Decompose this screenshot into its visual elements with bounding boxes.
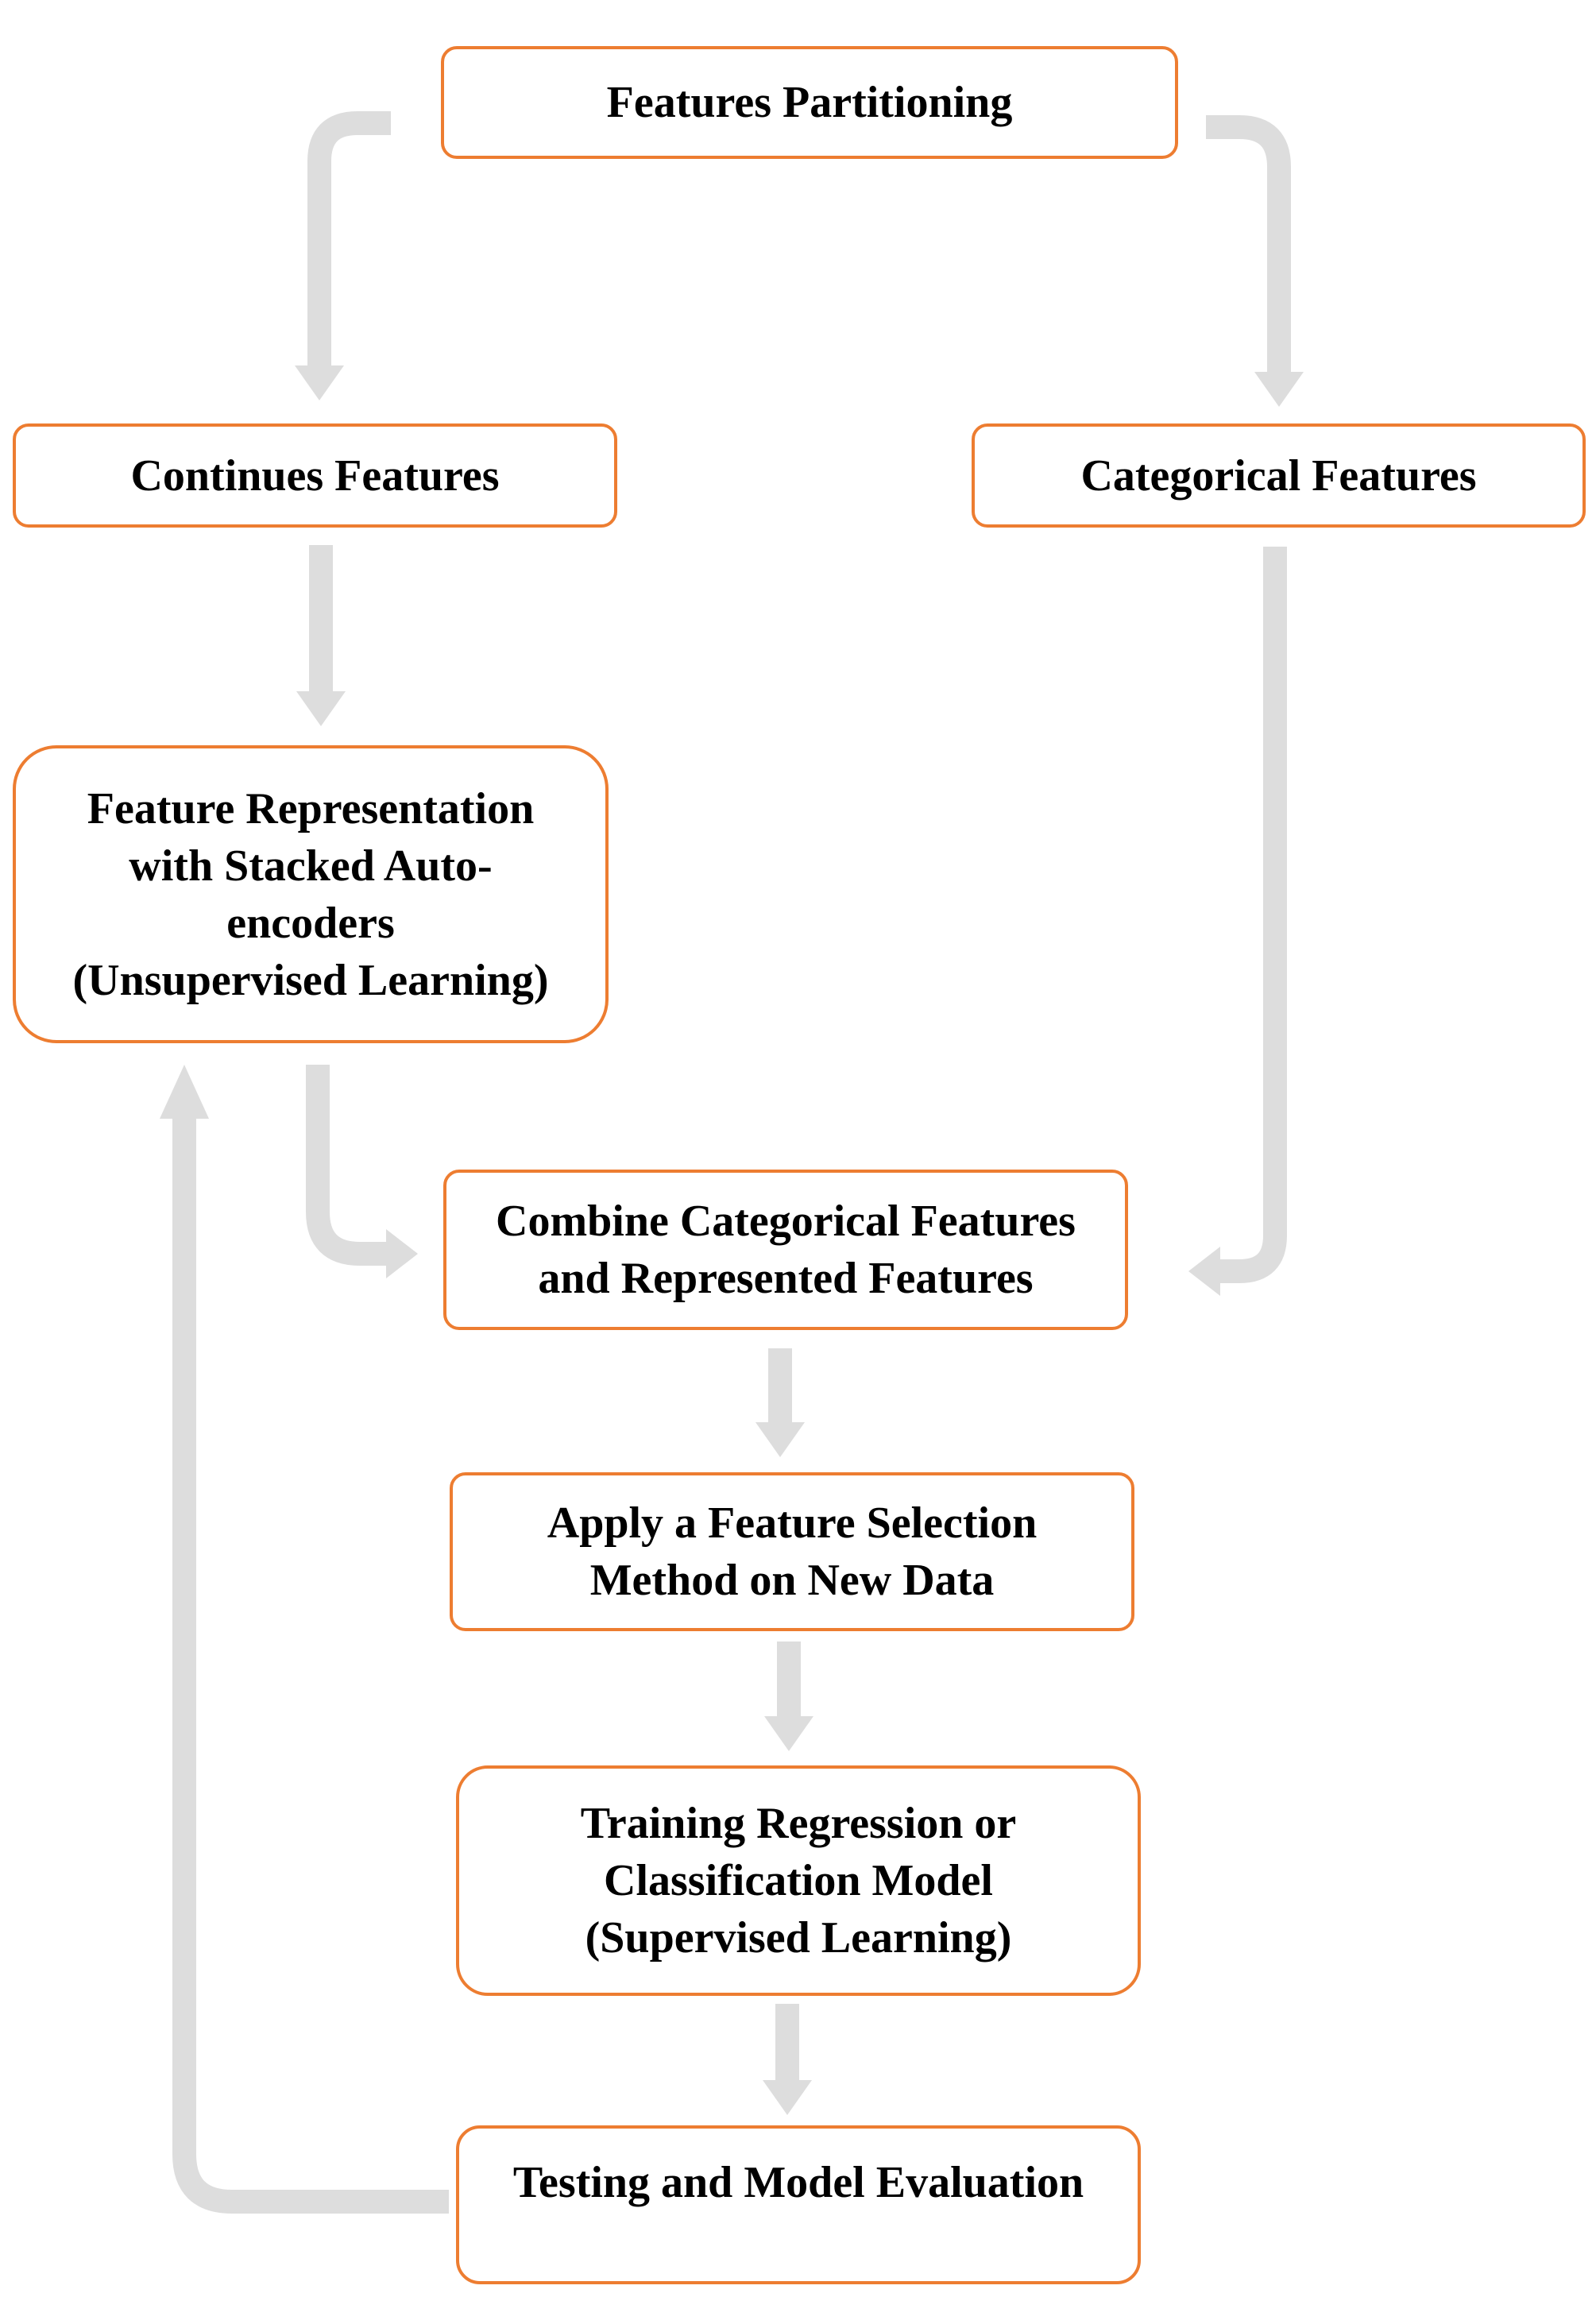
- arrowhead-categorical: [1254, 372, 1304, 407]
- feature-representation-label: Feature Representation with Stacked Auto…: [72, 783, 549, 1005]
- arrowhead-combine-left: [386, 1229, 418, 1278]
- combine-features-box: Combine Categorical Features and Represe…: [443, 1170, 1128, 1330]
- arrowhead-combine-right: [1188, 1247, 1220, 1296]
- arrowhead-representation-feedback: [160, 1065, 209, 1119]
- arrow-partitioning-to-categorical: [1206, 115, 1291, 372]
- feature-selection-label: Apply a Feature Selection Method on New …: [547, 1498, 1038, 1605]
- arrow-representation-to-combine: [306, 1065, 386, 1266]
- features-partitioning-label: Features Partitioning: [606, 78, 1013, 127]
- training-model-box: Training Regression or Classification Mo…: [456, 1765, 1141, 1996]
- arrowhead-selection: [755, 1422, 805, 1457]
- arrowhead-testing: [763, 2080, 812, 2115]
- testing-evaluation-box: Testing and Model Evaluation: [456, 2125, 1141, 2284]
- features-partitioning-box: Features Partitioning: [441, 46, 1178, 159]
- training-model-label: Training Regression or Classification Mo…: [580, 1799, 1017, 1963]
- testing-evaluation-label: Testing and Model Evaluation: [512, 2158, 1084, 2207]
- feature-selection-box: Apply a Feature Selection Method on New …: [450, 1472, 1134, 1631]
- arrowhead-representation: [296, 691, 346, 726]
- categorical-features-box: Categorical Features: [972, 423, 1586, 528]
- arrowhead-training: [764, 1716, 813, 1751]
- arrow-categorical-to-combine: [1220, 547, 1287, 1283]
- feature-representation-box: Feature Representation with Stacked Auto…: [13, 745, 609, 1043]
- arrowhead-continues: [295, 365, 344, 400]
- combine-features-label: Combine Categorical Features and Represe…: [496, 1197, 1076, 1303]
- continues-features-label: Continues Features: [130, 451, 500, 501]
- continues-features-box: Continues Features: [13, 423, 617, 528]
- arrow-testing-to-representation: [172, 1119, 449, 2214]
- arrow-partitioning-to-continues: [307, 111, 391, 365]
- categorical-features-label: Categorical Features: [1080, 451, 1477, 501]
